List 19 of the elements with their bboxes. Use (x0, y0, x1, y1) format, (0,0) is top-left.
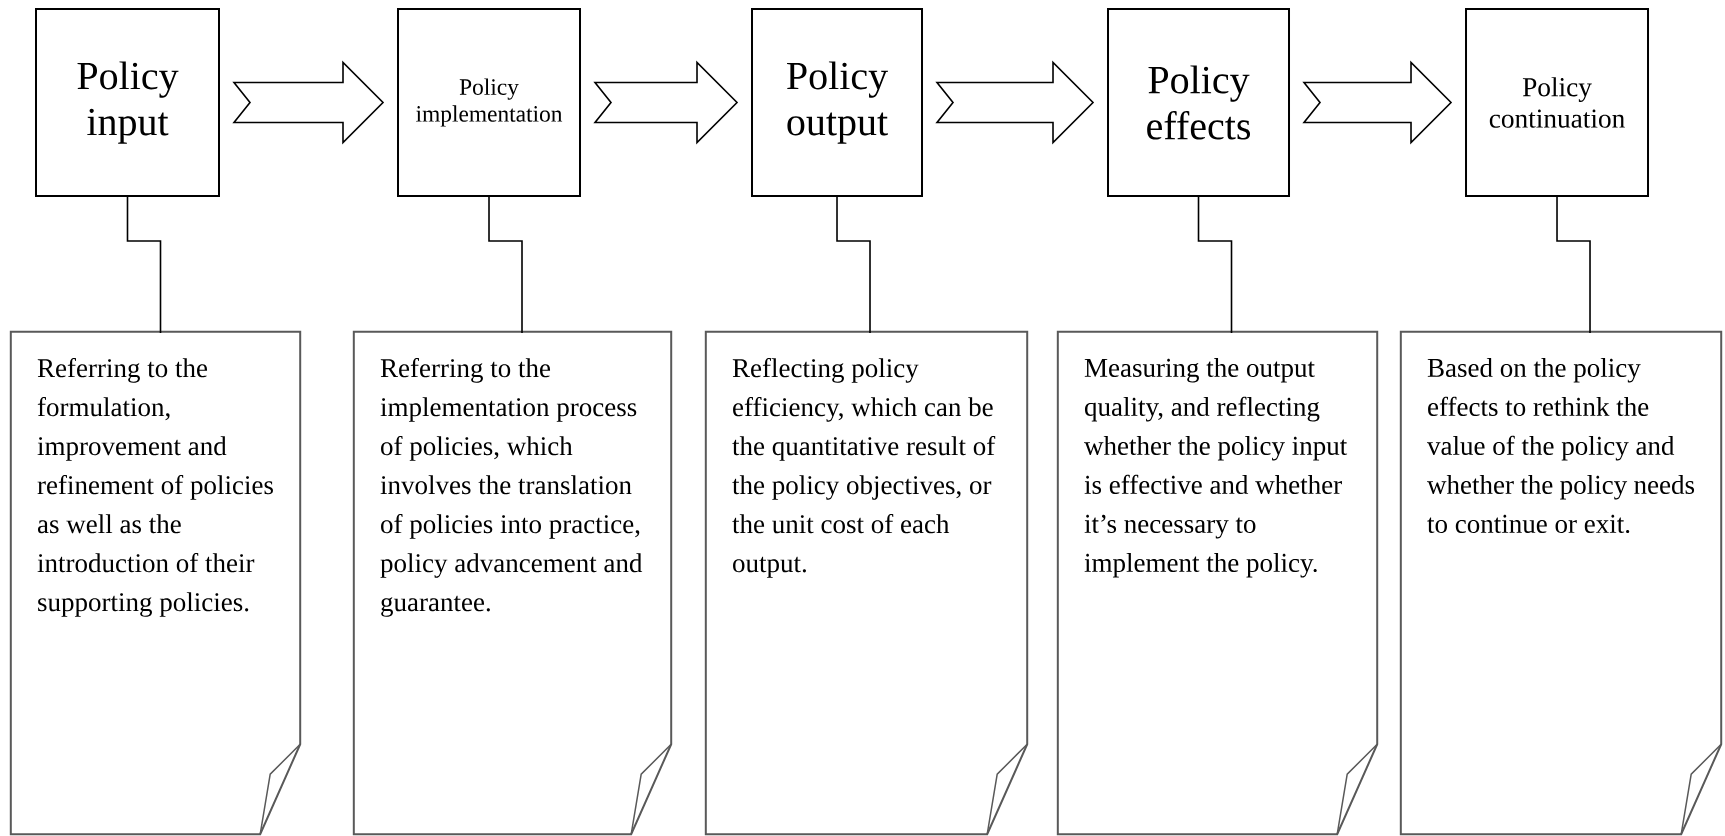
note-box: Referring to the formulation, improvement and refinement of policies as well as the introduction of their supporting policies. (9, 330, 302, 836)
note-box: Based on the policy effects to rethink the value of the policy and whether the policy needs to continue or exit. (1399, 330, 1723, 836)
stage-box: Policy continuation (1465, 8, 1649, 197)
block-arrow (935, 60, 1095, 145)
connector-line (1197, 196, 1233, 334)
stage-box: Policy input (35, 8, 220, 197)
stage-box: Policy effects (1107, 8, 1290, 197)
block-arrow (232, 60, 385, 145)
note-box: Referring to the implementation process of policies, which involves the translation of policies into practice, policy advancement and guarantee. (352, 330, 673, 836)
connector-line (1556, 196, 1591, 334)
connector-line (836, 196, 871, 334)
stage-box: Policy implementation (397, 8, 581, 197)
connector-line (126, 196, 162, 334)
connector-line (488, 196, 523, 334)
block-arrow (1302, 60, 1453, 145)
note-box: Reflecting policy efficiency, which can be the quantitative result of the policy objectives, or the unit cost of each output. (704, 330, 1029, 836)
stage-box: Policy output (751, 8, 923, 197)
block-arrow (593, 60, 739, 145)
note-box: Measuring the output quality, and reflecting whether the policy input is effective and whether it’s necessary to implement the policy. (1056, 330, 1379, 836)
